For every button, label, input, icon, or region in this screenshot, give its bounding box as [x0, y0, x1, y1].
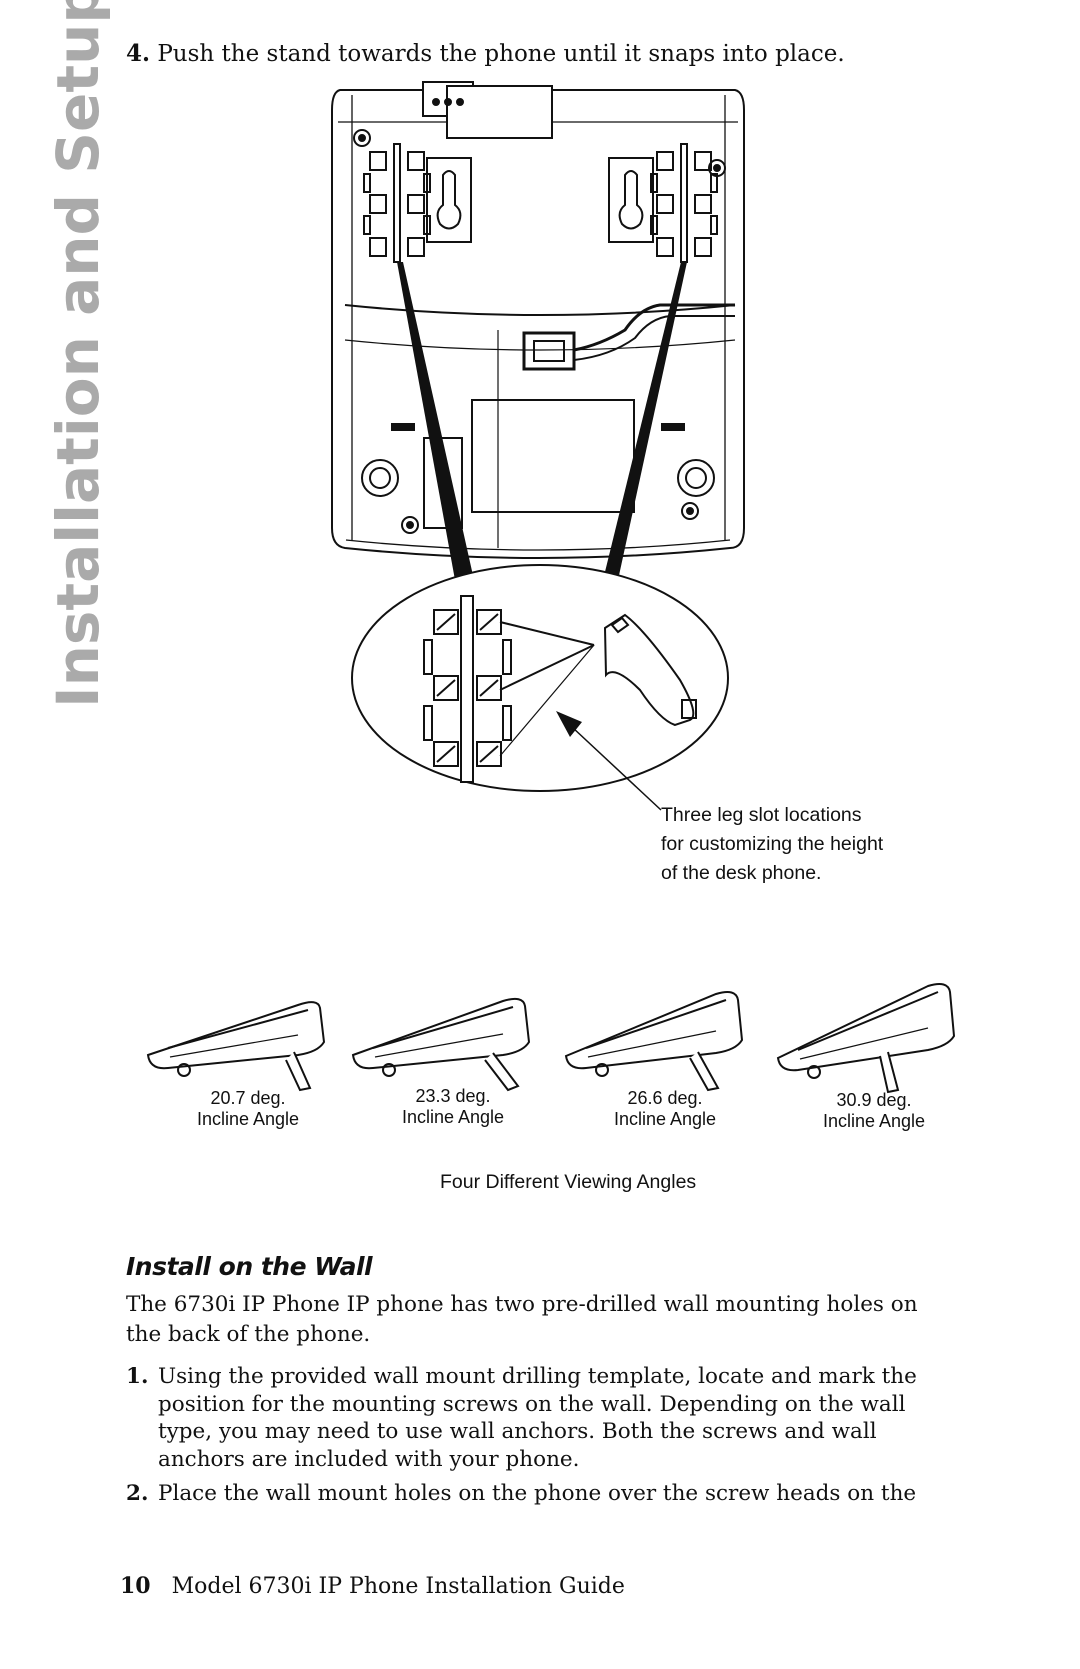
guide-title: Model 6730i IP Phone Installation Guide: [171, 1574, 625, 1599]
list-item: 1. Using the provided wall mount drillin…: [126, 1363, 956, 1473]
page-number: 10: [120, 1573, 151, 1599]
detail-leg-slots: [423, 595, 512, 783]
angle-label-3: 26.6 deg. Incline Angle: [580, 1088, 750, 1130]
figure-caption: Four Different Viewing Angles: [440, 1171, 697, 1193]
phone-stand-illustration: [146, 81, 956, 1094]
step-text: Place the wall mount holes on the phone …: [158, 1481, 917, 1506]
phone-profile-3: [564, 991, 744, 1092]
phone-profile-2: [351, 997, 531, 1092]
phone-back-outline: [331, 89, 745, 559]
stand-leg: [603, 613, 695, 727]
angle-caption: Incline Angle: [822, 1111, 926, 1131]
angle-value: 30.9 deg.: [836, 1090, 912, 1110]
wall-install-steps: 1. Using the provided wall mount drillin…: [126, 1363, 956, 1515]
page-footer: 10 Model 6730i IP Phone Installation Gui…: [120, 1573, 625, 1599]
phone-profiles: [146, 983, 956, 1094]
left-leg-slots: [363, 143, 431, 263]
angle-caption: Incline Angle: [196, 1109, 300, 1129]
angle-label-4: 30.9 deg. Incline Angle: [789, 1090, 959, 1132]
angle-value: 20.7 deg.: [210, 1088, 286, 1108]
callout-line-2: for customizing the height: [661, 833, 884, 855]
angle-label-1: 20.7 deg. Incline Angle: [163, 1088, 333, 1130]
step-number: 2.: [126, 1481, 149, 1506]
right-leg-pointer: [603, 262, 687, 580]
left-leg-pointer: [397, 262, 474, 580]
step-text: Using the provided wall mount drilling t…: [158, 1364, 917, 1472]
right-leg-slots: [650, 143, 718, 263]
phone-profile-1: [146, 1001, 326, 1092]
phone-profile-4: [776, 983, 956, 1094]
step-4-number: 4.: [126, 40, 151, 67]
step-4: 4. Push the stand towards the phone unti…: [126, 40, 845, 67]
list-item: 2. Place the wall mount holes on the pho…: [126, 1480, 956, 1508]
callout-line-3: of the desk phone.: [661, 862, 822, 884]
callout-arrowhead: [556, 711, 582, 737]
network-jack: [522, 331, 576, 371]
right-keyhole: [608, 157, 654, 243]
step-4-text: Push the stand towards the phone until i…: [157, 41, 845, 67]
angle-caption: Incline Angle: [401, 1107, 505, 1127]
left-keyhole: [426, 157, 472, 243]
callout-line-1: Three leg slot locations: [661, 804, 862, 826]
intro-paragraph: The 6730i IP Phone IP phone has two pre-…: [126, 1292, 918, 1347]
step-number: 1.: [126, 1364, 149, 1389]
angle-value: 23.3 deg.: [415, 1086, 491, 1106]
angle-value: 26.6 deg.: [627, 1088, 703, 1108]
angle-caption: Incline Angle: [613, 1109, 717, 1129]
section-heading: Install on the Wall: [126, 1252, 373, 1281]
label-area: [471, 399, 635, 513]
leg-slot-callout: Three leg slot locations for customizing…: [661, 801, 961, 888]
angle-label-2: 23.3 deg. Incline Angle: [368, 1086, 538, 1128]
